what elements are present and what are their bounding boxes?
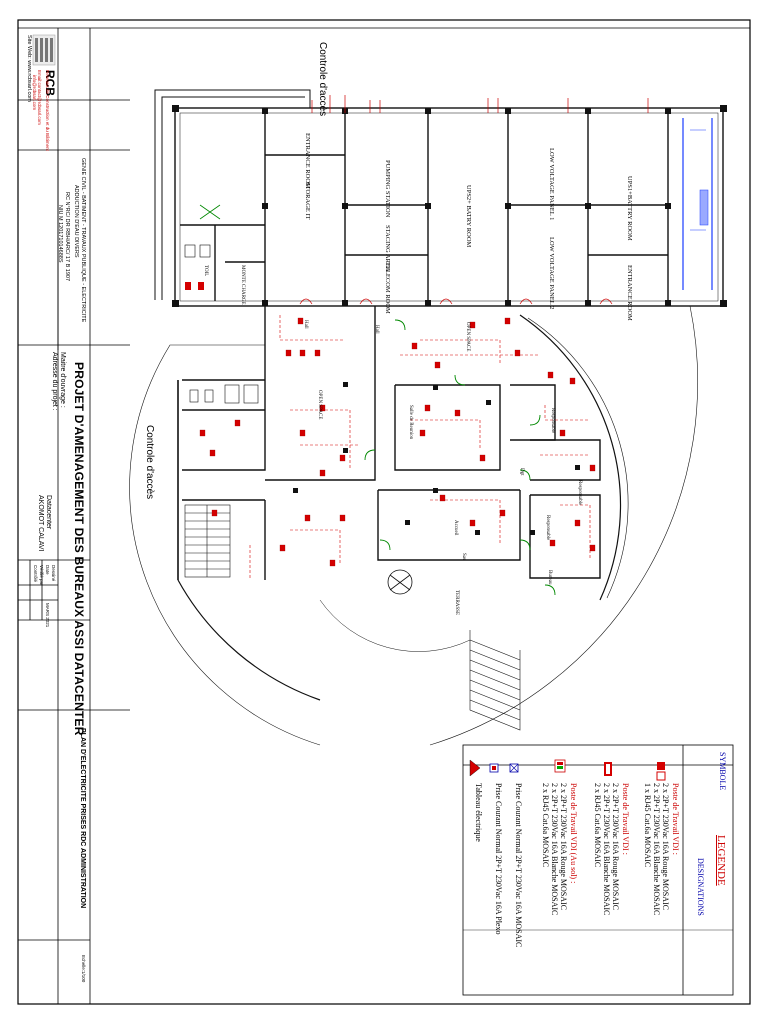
admin-green-doors bbox=[364, 319, 556, 596]
room-terrasse: TERRASSE bbox=[454, 590, 459, 616]
datacenter-block bbox=[174, 107, 724, 307]
drawing-title: PLAN D'ELECTRICITE PRISES RDC ADMINISTRA… bbox=[79, 728, 86, 909]
access-control-label-mid: Controle d'accès bbox=[144, 425, 155, 500]
legend-group-1-line-3: 1 x RJ45 Cat.6a MOSAIC bbox=[643, 783, 652, 868]
staircase bbox=[184, 504, 231, 578]
drawing-scale: Echelle:1/100 bbox=[81, 955, 86, 983]
ups-racks bbox=[682, 118, 713, 290]
tb-date-value: MARS 2021 bbox=[45, 603, 50, 628]
room-salle-reunion: Salle de Reunion bbox=[408, 405, 413, 440]
legend-group-3-line-2: 2 x 2P+T 230Vac 16A Blanche MOSAIC bbox=[550, 783, 559, 916]
room-open-space-2: OPEN SPACE bbox=[465, 322, 470, 352]
toilet-fixtures bbox=[184, 244, 259, 404]
entrance-doors bbox=[319, 569, 471, 652]
legend-group-1-header: Poste de Travail VDI : bbox=[671, 783, 680, 855]
legend-col-designation: DESIGNATIONS bbox=[696, 858, 705, 916]
legend-extra-2: Prise Courant Normal 2P+T 230Vac 16A Ple… bbox=[494, 783, 503, 935]
room-responsable-3: Responsable bbox=[545, 515, 550, 541]
room-ups1: UPS1+BATTRY ROOM bbox=[626, 176, 633, 241]
rcb-logo-mark bbox=[32, 34, 56, 66]
storage-x-icon bbox=[199, 204, 221, 220]
room-low-voltage-1: LOW VOLTAGE PANEL 1 bbox=[548, 148, 555, 221]
owner-label: Maitre d'ouvrage : bbox=[59, 352, 66, 408]
outlet-symbols bbox=[199, 317, 596, 567]
company-niu: NIU M 120171014688S bbox=[57, 205, 63, 263]
legend-group-3-line-3: 2 x RJ45 Cat.6a MOSAIC bbox=[541, 783, 550, 868]
room-entrance-2: ENTRANCE ROOM bbox=[626, 265, 633, 321]
access-control-label-top: Controle d'accès bbox=[317, 42, 328, 117]
legend-group-2-line-3: 2 x RJ45 Cat.6a MOSAIC bbox=[593, 783, 602, 868]
legend-title: LEGENDE bbox=[715, 835, 727, 886]
title-block bbox=[18, 27, 750, 1004]
room-telecom: TELECOM ROOM bbox=[384, 262, 391, 314]
rcb-tagline: Réseaux de Construction et du Bâtiment bbox=[45, 70, 50, 151]
project-title: PROJET D'AMENAGEMENT DES BUREAUX ASSI DA… bbox=[72, 362, 86, 736]
legend-box bbox=[462, 744, 734, 996]
legend-group-2-line-2: 2 x 2P+T 230Vac 16A Blanche MOSAIC bbox=[602, 783, 611, 916]
room-bureau: Bureau bbox=[547, 570, 552, 585]
legend-symbols bbox=[469, 759, 666, 781]
terrace-stairs bbox=[469, 630, 521, 731]
ups-battery-cabinet bbox=[699, 189, 709, 226]
tb-row-drawn: Dessiné bbox=[51, 565, 56, 582]
rcb-email: Email:contact@rcbsarl.com bbox=[37, 70, 42, 125]
legend-group-3-line-1: 2 x 2P+T 230Vac 16A Rouge MOSAIC bbox=[559, 783, 568, 911]
room-dgt: Dgt bbox=[519, 468, 524, 476]
company-rc: RC N°RC/ DR RBH/ARC/ 17 B 1907 bbox=[64, 192, 70, 282]
room-low-voltage-2: LOW VOLTAGE PANEL 2 bbox=[548, 237, 555, 310]
address-label: Adresse du projet : bbox=[51, 352, 58, 411]
room-responsable-1: Responsable bbox=[550, 408, 555, 434]
admin-walls bbox=[182, 306, 601, 580]
address-value: AKOMOT CALAVI bbox=[37, 495, 44, 552]
room-hall-2: Hall bbox=[374, 325, 379, 334]
room-hall-1: Hall bbox=[303, 320, 308, 329]
rcb-email-2: info@rcbsarl.com bbox=[32, 75, 37, 111]
legend-group-2-line-1: 2 x 2P+T 230Vac 16A Rouge MOSAIC bbox=[611, 783, 620, 911]
sheet-frame bbox=[17, 19, 751, 1005]
room-storage-it: STORAGE IT bbox=[304, 182, 311, 220]
rcb-website: Site Web: www.rcbsarl.com bbox=[26, 35, 32, 102]
admin-building-outline bbox=[129, 305, 698, 746]
room-responsable-2: Responsable bbox=[577, 480, 582, 506]
floor-boxes bbox=[293, 382, 580, 535]
room-entrance-1: ENTRANCE ROOM bbox=[304, 133, 311, 189]
access-corridor bbox=[154, 89, 311, 300]
tb-row-controlled: Contrôlé bbox=[33, 565, 38, 583]
legend-group-1-line-2: 2 x 2P+T 230Vac 16A Blanche MOSAIC bbox=[652, 783, 661, 916]
room-accueil: Accueil bbox=[453, 520, 458, 536]
legend-col-symbol: SYMBOLE bbox=[718, 752, 727, 791]
tb-row-date: Date bbox=[45, 565, 50, 575]
legend-group-2-header: Poste de Travail VDI : bbox=[621, 783, 630, 855]
rcb-logo-bars bbox=[35, 38, 53, 62]
tb-row-checked: Vérifié par bbox=[39, 565, 44, 586]
legend-extra-1: Prise Courant Normal 2P+T 230Vac 16A MOS… bbox=[514, 783, 523, 948]
structural-columns bbox=[172, 105, 727, 307]
company-activities: GENIE CIVIL - BATIMENT - TRAVAUX PUBLIQU… bbox=[80, 158, 86, 323]
room-pumping-station: PUMPING STATION bbox=[384, 160, 391, 218]
legend-group-1-line-1: 2 x 2P+T 230Vac 16A Rouge MOSAIC bbox=[661, 783, 670, 911]
room-sas: Sas bbox=[461, 553, 466, 560]
toilet-fixtures-red bbox=[185, 282, 204, 290]
room-toilet: TOIL bbox=[203, 265, 208, 277]
legend-group-3-header: Poste de Travail VDI (Au sol) : bbox=[569, 783, 578, 884]
room-monte-charge: MONTE CHARGE bbox=[240, 265, 245, 305]
owner-value: Datacenter bbox=[45, 495, 52, 530]
room-ups2: UPS2+ BATRY ROOM bbox=[465, 185, 472, 248]
company-activities-2: ADDUCTION D'EAU DIVERS bbox=[73, 185, 79, 258]
legend-extra-3: Tableau électrique bbox=[474, 783, 483, 842]
datahall-top-doors bbox=[299, 95, 649, 305]
room-open-space-1: OPEN SPACE bbox=[317, 390, 322, 420]
